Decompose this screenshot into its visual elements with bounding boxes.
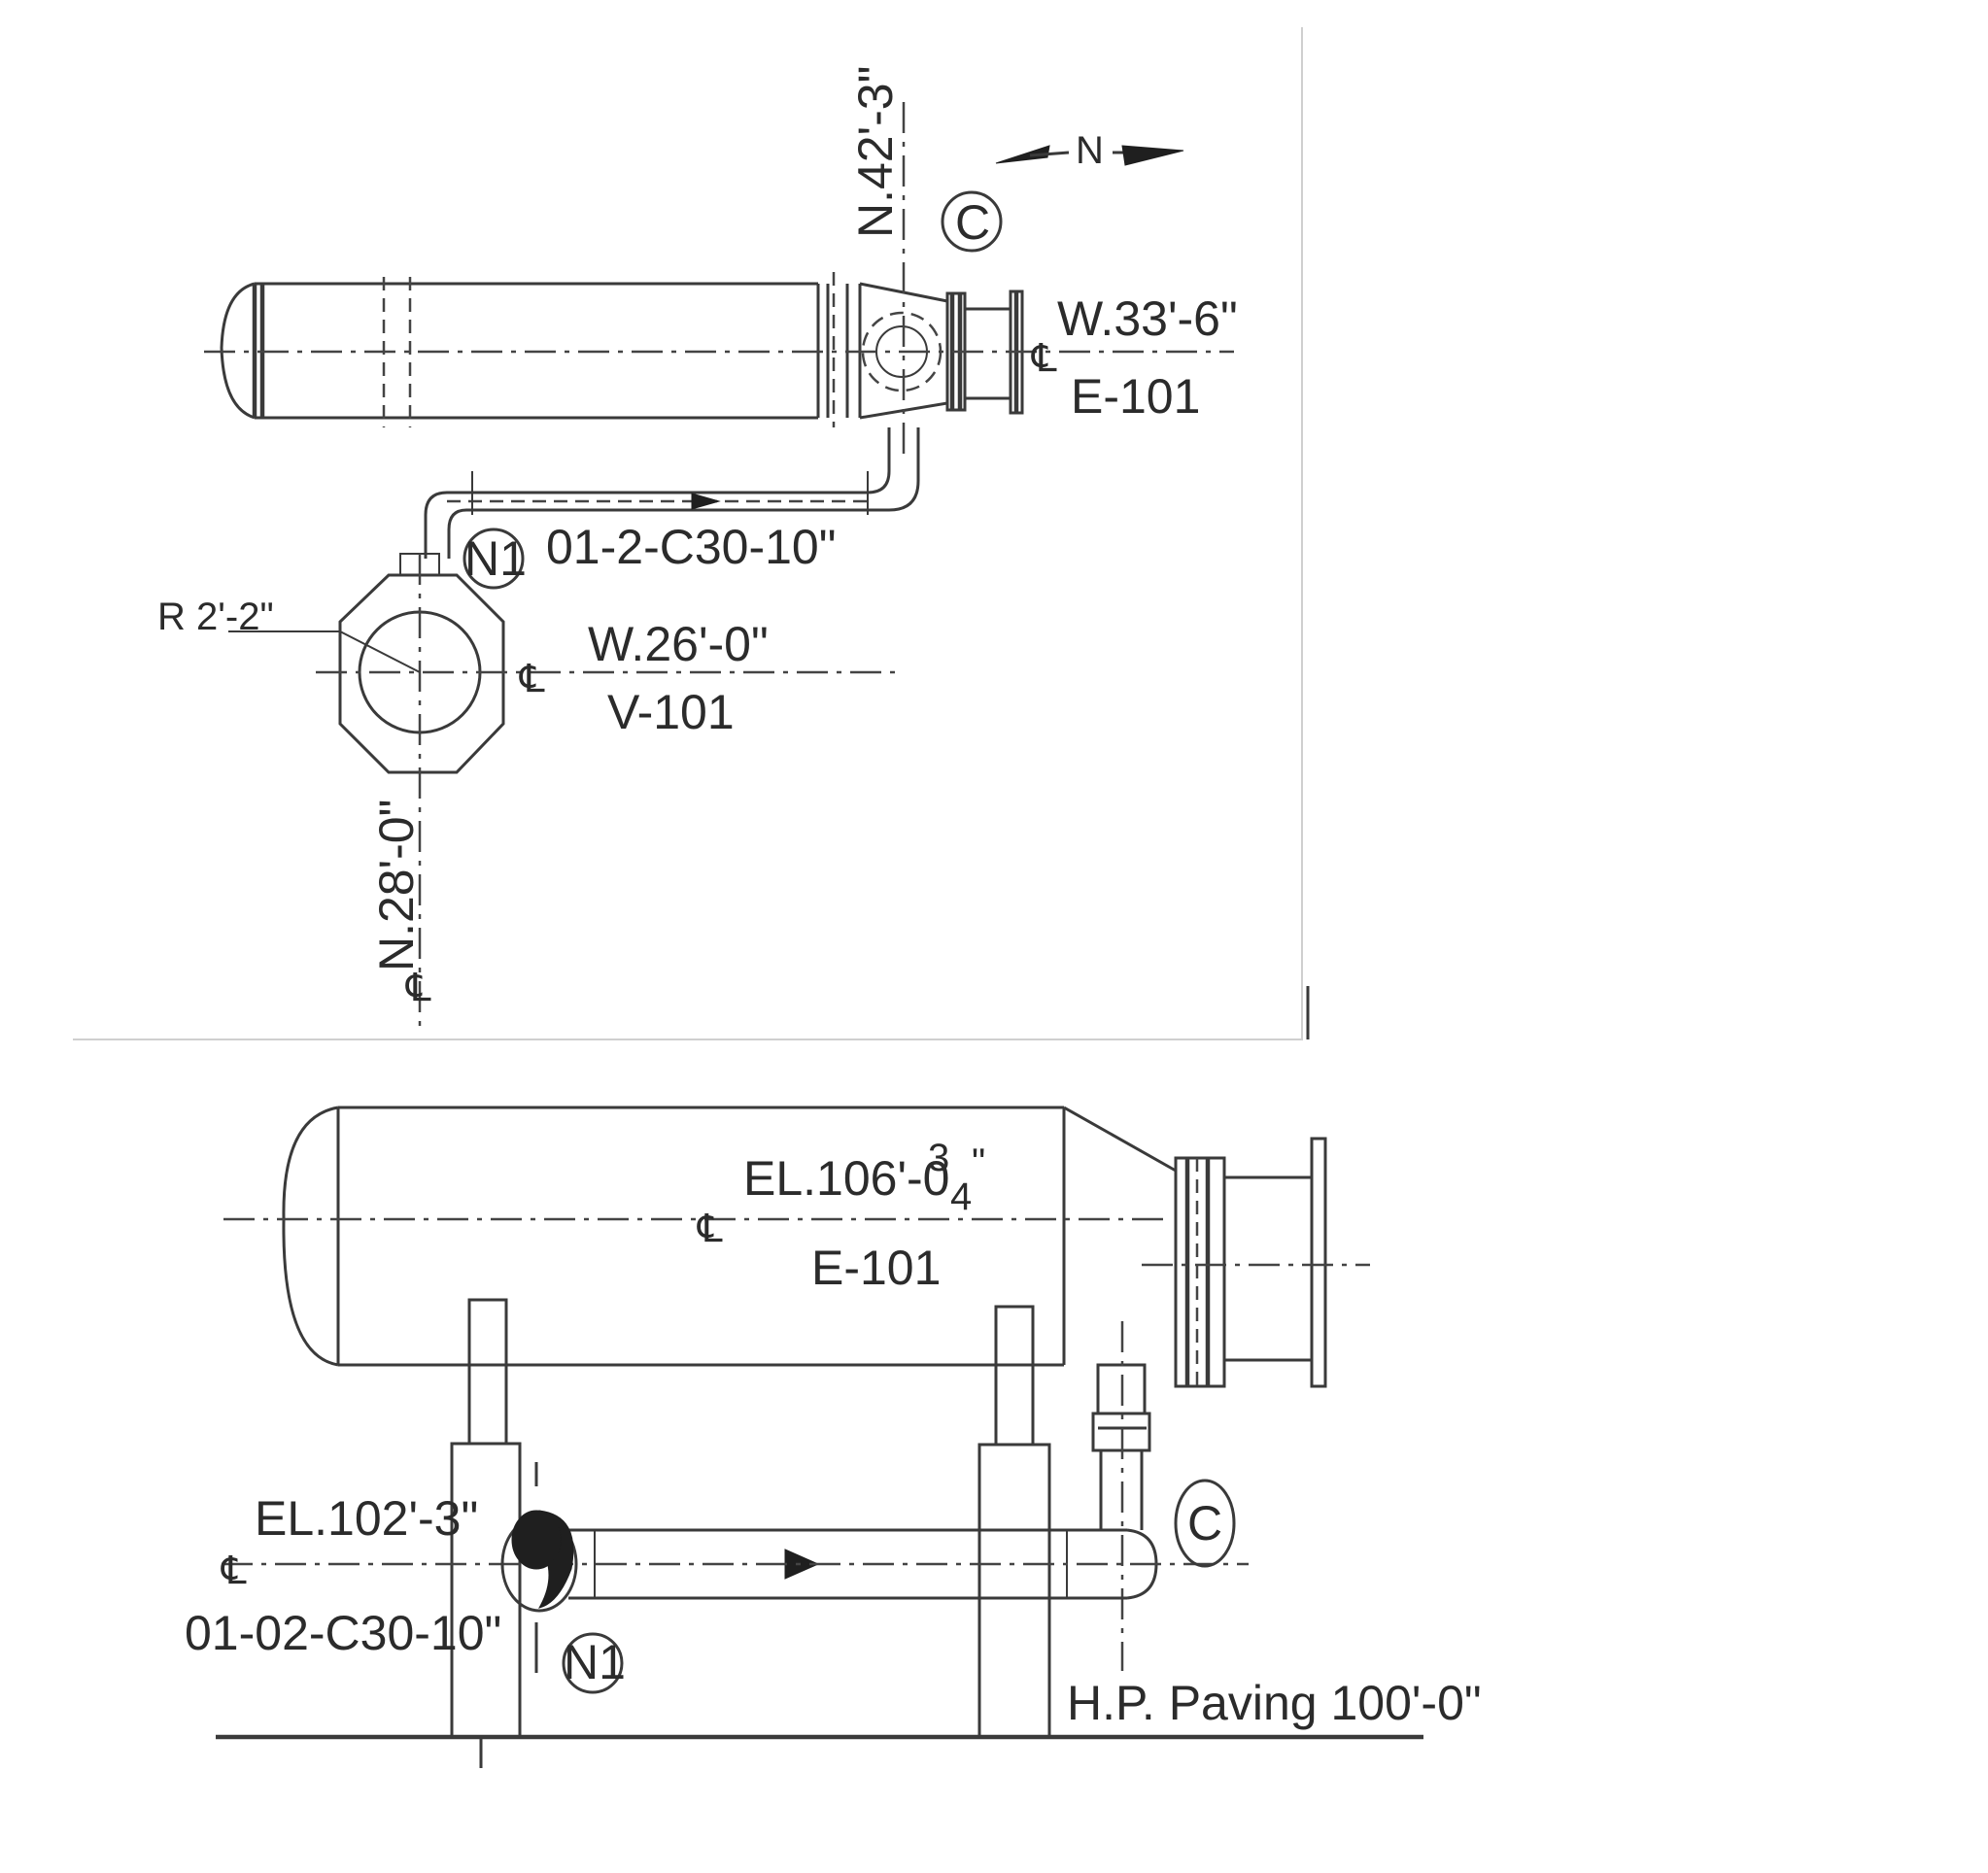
pipe-route-plan xyxy=(424,427,920,559)
exchanger-elevation-centerline-symbol: ℄ xyxy=(697,1208,723,1250)
centerline-symbol: ℄ xyxy=(1031,337,1057,380)
nozzle-n1-circle-elevation xyxy=(562,1632,624,1694)
exchanger-elevation-inch: " xyxy=(972,1141,985,1184)
vessel-centerline-symbol: ℄ xyxy=(519,658,545,700)
vessel-v101-plan xyxy=(338,553,505,774)
pipe-elevation-value: EL.102'-3" xyxy=(255,1491,478,1546)
callout-c-circle xyxy=(941,190,1003,253)
support-right xyxy=(977,1305,1051,1739)
flow-arrow xyxy=(691,493,721,510)
plan-view-frame xyxy=(73,27,1303,1040)
exchanger-elevation-label: EL.106'-0 3 4 " xyxy=(743,1137,985,1218)
paving-label: H.P. Paving 100'-0" xyxy=(1067,1676,1482,1730)
nozzle-n1-label-elevation: N1 xyxy=(564,1635,626,1689)
pipe-centerline-symbol: ℄ xyxy=(221,1549,247,1592)
vessel-tag: V-101 xyxy=(607,685,735,739)
exchanger-west-dim: W.33'-6" xyxy=(1057,291,1238,346)
elevation-view: ℄ EL.106'-0 3 4 " E-101 xyxy=(185,1106,1482,1768)
radius-leader xyxy=(228,630,421,673)
dim-north-exchanger: N.42'-3" xyxy=(848,66,903,238)
exchanger-elevation-fraction-num: 3 xyxy=(928,1137,949,1179)
exchanger-tag: E-101 xyxy=(1071,369,1200,424)
vessel-radius: R 2'-2" xyxy=(157,596,274,638)
north-arrow: N xyxy=(995,129,1184,172)
line-number-plan: 01-2-C30-10" xyxy=(546,520,836,574)
plan-view: N xyxy=(73,27,1310,1040)
exchanger-e101-plan xyxy=(220,272,1024,427)
vessel-bottom-centerline-symbol: ℄ xyxy=(405,967,431,1009)
svg-text:EL.106'-0: EL.106'-0 xyxy=(743,1151,949,1206)
callout-c-label: C xyxy=(955,195,990,250)
callout-c-circle-elevation xyxy=(1174,1479,1236,1568)
exchanger-elevation-fraction-den: 4 xyxy=(950,1175,972,1218)
vessel-west-dim: W.26'-0" xyxy=(588,617,769,671)
line-number-elevation: 01-02-C30-10" xyxy=(185,1606,501,1660)
dim-north-vessel: N.28'-0" xyxy=(369,800,424,971)
nozzle-n1-label: N1 xyxy=(464,531,527,586)
callout-c-label-elevation: C xyxy=(1187,1496,1222,1550)
exchanger-elevation-value: EL.106'-0 xyxy=(743,1151,949,1206)
exchanger-e101-elevation xyxy=(282,1106,1327,1388)
pipe-elevation xyxy=(568,1528,1158,1600)
exchanger-tag-elevation: E-101 xyxy=(811,1241,941,1295)
riser-pipe xyxy=(1091,1321,1151,1671)
north-label: N xyxy=(1076,129,1104,172)
nozzle-n1-elevation xyxy=(500,1462,578,1673)
nozzle-n1-circle xyxy=(463,528,525,590)
